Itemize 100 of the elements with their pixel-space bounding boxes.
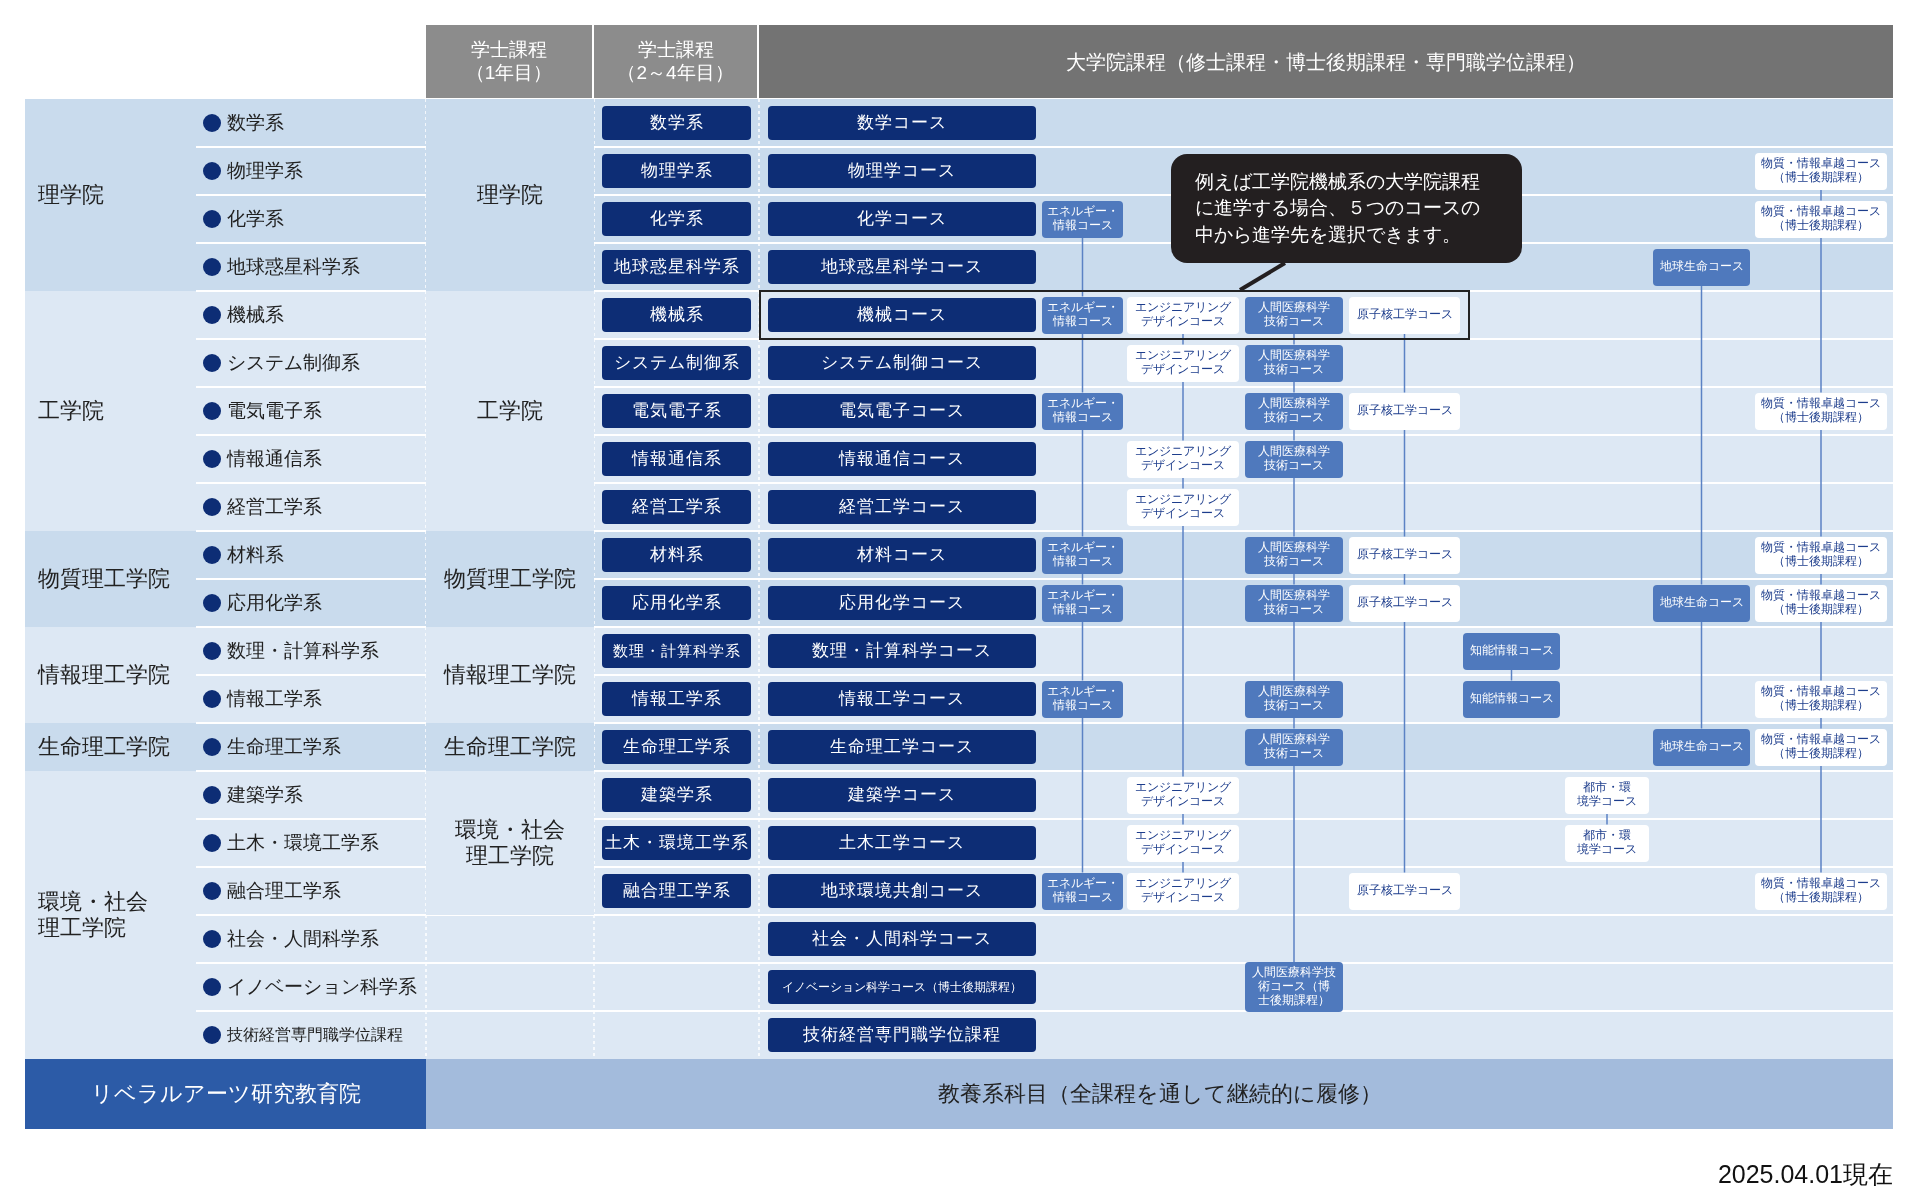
connector-line [1182,860,1184,874]
department-label: 機械系 [227,303,284,327]
department-label: 建築学系 [227,783,303,807]
course-box: 技術経営専門職学位課程 [768,1018,1036,1052]
course-tag: 人間医療科学技術コース（博士後期課程） [1245,962,1343,1012]
course-tag: 物質・情報卓越コース（博士後期課程） [1755,152,1887,190]
course-box: イノベーション科学コース（博士後期課程） [768,970,1036,1004]
connector-line [1293,572,1295,586]
department-label: 化学系 [227,207,284,231]
course-box: 機械コース [768,298,1036,332]
course-tag: 人間医療科学技術コース [1245,728,1343,766]
connector-line [1820,716,1822,730]
connector-line [1293,620,1295,682]
connector-line [1293,428,1295,442]
department-label: システム制御系 [227,351,360,375]
connector-line [1293,380,1295,394]
course-box: 情報工学コース [768,682,1036,716]
course-box: 地球環境共創コース [768,874,1036,908]
school-cell: 情報理工学院 [426,627,594,723]
department-label: 数学系 [227,111,284,135]
connector-line [1293,716,1295,730]
connector-line [1293,476,1295,538]
course-tag: 人間医療科学技術コース [1245,392,1343,430]
connector-line [1606,812,1608,826]
course-tag: 物質・情報卓越コース（博士後期課程） [1755,584,1887,622]
course-tag: 地球生命コース [1653,584,1750,622]
course-tag: エネルギー・情報コース [1042,392,1123,430]
course-box: 化学コース [768,202,1036,236]
connector-line [1182,476,1184,490]
course-tag: エネルギー・情報コース [1042,584,1123,622]
connector-line [1081,428,1084,538]
department-box: 機械系 [602,298,751,332]
course-box: 電気電子コース [768,394,1036,428]
date-label: 2025.04.01現在 [1717,1159,1893,1190]
course-tag: エネルギー・情報コース [1042,200,1123,238]
department-label: 経営工学系 [227,495,322,519]
course-tag: 知能情報コース [1463,680,1560,718]
school-cell: 理学院 [426,99,594,291]
connector-line [1182,812,1184,826]
connector-line [1293,764,1295,963]
course-tag: エネルギー・情報コース [1042,296,1123,334]
connector-line [1820,236,1822,394]
course-tag: エンジニアリングデザインコース [1127,344,1239,382]
department-box: 融合理工学系 [602,874,751,908]
department-label: 技術経営専門職学位課程 [227,1024,403,1045]
connector-line [1820,572,1822,586]
department-label: 生命理工学系 [227,735,341,759]
course-box: 材料コース [768,538,1036,572]
course-tag: 原子核工学コース [1349,392,1460,430]
header-cell: 学士課程 （1年目） [426,25,592,98]
course-tag: 人間医療科学技術コース [1245,344,1343,382]
department-box: 応用化学系 [602,586,751,620]
course-tag: 原子核工学コース [1349,872,1460,910]
header-cell: 学士課程 （2～4年目） [594,25,757,98]
course-tag: 物質・情報卓越コース（博士後期課程） [1755,392,1887,430]
course-tag: 知能情報コース [1463,632,1560,670]
department-box: 物理学系 [602,154,751,188]
course-tag: 地球生命コース [1653,248,1750,286]
department-label: 物理学系 [227,159,303,183]
leader-line [1238,261,1287,292]
course-tag: エンジニアリングデザインコース [1127,440,1239,478]
department-label: 数理・計算科学系 [227,639,379,663]
department-label: イノベーション科学系 [227,975,417,999]
course-box: 物理学コース [768,154,1036,188]
course-box: 土木工学コース [768,826,1036,860]
course-tag: エンジニアリングデザインコース [1127,488,1239,526]
school-cell: 工学院 [25,291,196,531]
course-box: 地球惑星科学コース [768,250,1036,284]
course-box: 社会・人間科学コース [768,922,1036,956]
connector-line [1182,524,1184,778]
course-tag: 人間医療科学技術コース [1245,536,1343,574]
department-label: 地球惑星科学系 [227,255,360,279]
course-tag: 人間医療科学技術コース [1245,296,1343,334]
course-tag: 都市・環境学コース [1565,824,1649,862]
course-box: システム制御コース [768,346,1036,380]
course-tag: 原子核工学コース [1349,584,1460,622]
course-tag: 都市・環境学コース [1565,776,1649,814]
course-box: 生命理工学コース [768,730,1036,764]
department-box: システム制御系 [602,346,751,380]
course-tag: エネルギー・情報コース [1042,680,1123,718]
course-box: 応用化学コース [768,586,1036,620]
department-box: 経営工学系 [602,490,751,524]
course-tag: 原子核工学コース [1349,296,1460,334]
connector-line [1081,332,1084,394]
course-tag: 物質・情報卓越コース（博士後期課程） [1755,680,1887,718]
school-cell: 物質理工学院 [426,531,594,627]
course-tag: 原子核工学コース [1349,536,1460,574]
connector-line [1820,188,1822,202]
footer-cell: 教養系科目（全課程を通して継続的に履修） [426,1059,1893,1129]
department-box: 化学系 [602,202,751,236]
connector-line [1820,764,1822,874]
connector-line [1081,236,1084,298]
course-tag: 人間医療科学技術コース [1245,680,1343,718]
connector-line [1403,332,1406,394]
connector-line [1820,620,1822,682]
course-tag: エンジニアリングデザインコース [1127,872,1239,910]
course-box: 経営工学コース [768,490,1036,524]
department-box: 情報通信系 [602,442,751,476]
course-tag: 地球生命コース [1653,728,1750,766]
department-label: 社会・人間科学系 [227,927,379,951]
